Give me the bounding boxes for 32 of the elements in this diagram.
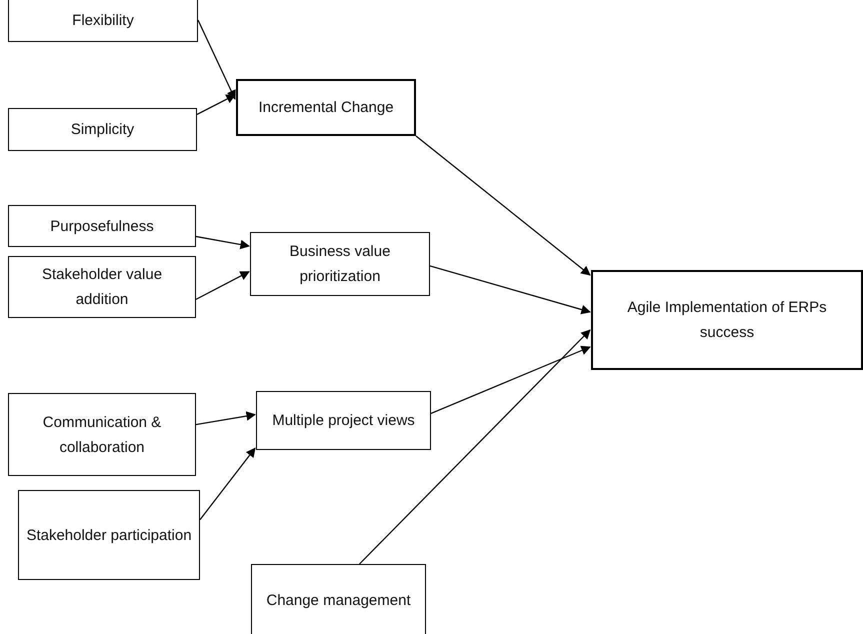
process-box (250, 232, 430, 296)
arrow (430, 346, 591, 414)
arrow (196, 411, 256, 426)
process-box (8, 108, 197, 151)
arrow (359, 329, 591, 564)
box-label: Business value prioritization (288, 242, 392, 287)
process-box (8, 0, 198, 42)
box-label: Multiple project views (272, 411, 415, 431)
box-label: Change management (266, 590, 411, 610)
box-label: Stakeholder value addition (40, 265, 164, 310)
process-box (8, 205, 196, 247)
box-label: Purposefulness (50, 216, 154, 236)
box-label: Flexibility (72, 10, 134, 30)
process-box (591, 270, 863, 370)
arrow (196, 236, 250, 250)
box-label: Communication & collaboration (42, 412, 162, 458)
process-box (256, 391, 431, 450)
box-label: Stakeholder participation (26, 526, 192, 546)
process-box (8, 256, 196, 318)
process-box (8, 393, 196, 476)
process-box (18, 490, 200, 580)
process-box (251, 564, 426, 634)
arrow (200, 447, 256, 520)
arrow (196, 271, 250, 300)
box-label: Simplicity (70, 120, 134, 140)
arrow (430, 265, 591, 314)
arrow (416, 136, 591, 276)
arrow (196, 94, 236, 115)
box-label: Agile Implementation of ERPs success (626, 298, 828, 343)
arrow (197, 20, 236, 100)
process-box (236, 79, 416, 136)
box-label: Incremental Change (258, 98, 394, 118)
